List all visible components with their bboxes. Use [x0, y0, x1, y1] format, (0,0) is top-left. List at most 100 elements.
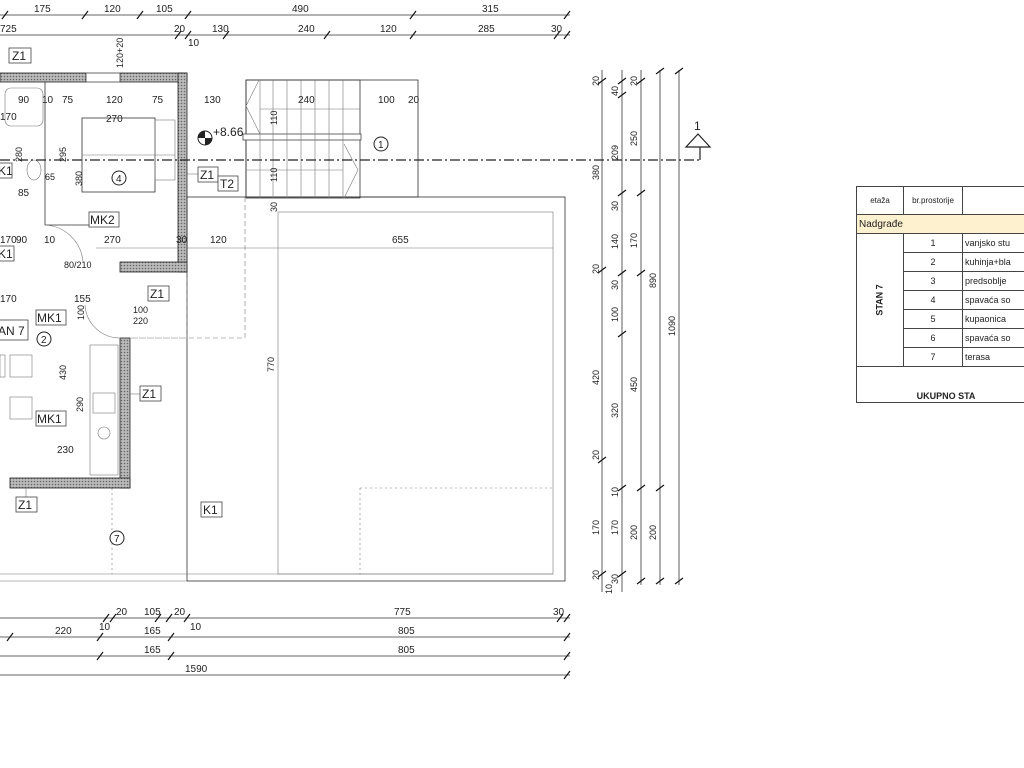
dim-label: 10 — [99, 622, 111, 633]
dim-label: 105 — [156, 4, 173, 15]
dim-label: 30 — [269, 202, 279, 212]
dim-label: 105 — [144, 607, 161, 618]
dim-label: 20 — [591, 570, 601, 580]
room-name-cell: predsoblje — [962, 271, 1024, 291]
dim-label: 10 — [44, 235, 56, 246]
section-line: 1 — [0, 119, 712, 161]
dim-label: 1090 — [667, 316, 677, 336]
dim-label: 85 — [18, 188, 30, 199]
tag-label: MK2 — [90, 213, 115, 227]
tag-label: T2 — [220, 177, 234, 191]
dim-label: 110 — [269, 111, 279, 125]
col-room-name — [962, 186, 1024, 215]
dim-label: 270 — [106, 114, 123, 125]
tag-label: K1 — [203, 503, 218, 517]
dim-label: 220 — [133, 316, 148, 326]
dimension-labels-inner: 90 10 75 120 75 170 270 280 295 380 85 1… — [0, 38, 409, 456]
room-name-cell: vanjsko stu — [962, 233, 1024, 253]
dim-label: 290 — [75, 397, 85, 412]
dim-label: 240 — [298, 95, 315, 106]
kitchen-counter — [89, 344, 119, 476]
dimension-labels-top: 175 120 105 490 315 725 20 10 130 240 12… — [0, 4, 563, 49]
dim-label: 175 — [34, 4, 51, 15]
tag-label: K1 — [0, 247, 13, 261]
dim-label: 170 — [629, 233, 639, 248]
dim-label: 805 — [398, 645, 415, 656]
dim-label: 170 — [610, 520, 620, 535]
dim-label: 209 — [610, 145, 620, 160]
unit-label: STAN 7 — [875, 284, 885, 316]
dim-label: 315 — [482, 4, 499, 15]
section-label: 1 — [694, 119, 701, 133]
dim-label: 725 — [0, 24, 17, 35]
room-name-cell: kupaonica — [962, 309, 1024, 329]
dim-label: 770 — [266, 357, 276, 372]
dim-label: 490 — [292, 4, 309, 15]
dim-label: 140 — [610, 234, 620, 249]
dim-label: 280 — [14, 147, 24, 162]
dim-label: 380 — [74, 171, 84, 186]
dim-label: 20 — [116, 607, 128, 618]
dim-label: 1590 — [185, 664, 208, 675]
tag-label: MK1 — [37, 412, 62, 426]
dim-label: 165 — [144, 645, 161, 656]
dim-label: 240 — [298, 24, 315, 35]
dim-label: 30 — [610, 280, 620, 290]
dim-label: 805 — [398, 626, 415, 637]
bathtub — [4, 87, 44, 127]
dimension-lines-right — [597, 67, 684, 592]
dim-label: 20 — [591, 76, 601, 86]
dim-label: 170 — [0, 235, 17, 246]
dim-label: 655 — [392, 235, 409, 246]
room-number-cell: 6 — [903, 328, 963, 348]
furniture — [0, 87, 176, 476]
dim-label: 200 — [629, 525, 639, 540]
room-number-cell: 7 — [903, 347, 963, 367]
dim-label: 430 — [58, 365, 68, 380]
dim-label: 230 — [57, 445, 74, 456]
dim-label: 120 — [210, 235, 227, 246]
dim-label: 10 — [42, 95, 54, 106]
tag-label: MK1 — [37, 311, 62, 325]
dim-label: 20 — [591, 450, 601, 460]
toilet — [26, 159, 42, 181]
dim-label: 100 — [610, 307, 620, 322]
dim-label: 10 — [610, 487, 620, 497]
dim-label: 775 — [394, 607, 411, 618]
dim-label: 320 — [610, 403, 620, 418]
dim-label: 270 — [104, 235, 121, 246]
level-marker: +8.66 — [197, 125, 244, 146]
level-label: +8.66 — [213, 125, 244, 139]
terrace-outline — [0, 196, 566, 582]
unit-name: STAN 7 — [856, 233, 904, 367]
dim-label: 30 — [610, 574, 620, 584]
dim-label: 200 — [648, 525, 658, 540]
dim-label: 20 — [174, 607, 186, 618]
dimension-labels-right: 20 380 20 420 20 170 20 40 209 30 140 30… — [591, 76, 677, 594]
dim-label: 250 — [629, 131, 639, 146]
room-name-cell: spavaća so — [962, 290, 1024, 310]
tag-label: Z1 — [150, 287, 164, 301]
dim-label: 165 — [144, 626, 161, 637]
dim-label: 170 — [0, 112, 17, 123]
total-row: UKUPNO STA — [856, 366, 1024, 403]
dim-label: 90 — [18, 95, 30, 106]
dim-label: 170 — [0, 294, 17, 305]
dim-label: 100 — [133, 305, 148, 315]
dim-label: 120+20 — [115, 38, 125, 68]
dim-label: 10 — [190, 622, 202, 633]
dimension-lines-top — [0, 10, 571, 40]
dim-label: 30 — [551, 24, 563, 35]
dim-label: 170 — [591, 520, 601, 535]
col-etaza: etaža — [856, 186, 904, 215]
dim-label: 420 — [591, 370, 601, 385]
tag-label: Z1 — [18, 498, 32, 512]
room-number-cell: 4 — [903, 290, 963, 310]
tag-label: Z1 — [12, 49, 26, 63]
room-name-cell: terasa — [962, 347, 1024, 367]
room-number-cell: 5 — [903, 309, 963, 329]
dim-label: 75 — [62, 95, 74, 106]
room-number: 4 — [116, 174, 122, 185]
dim-label: 100 — [378, 95, 395, 106]
